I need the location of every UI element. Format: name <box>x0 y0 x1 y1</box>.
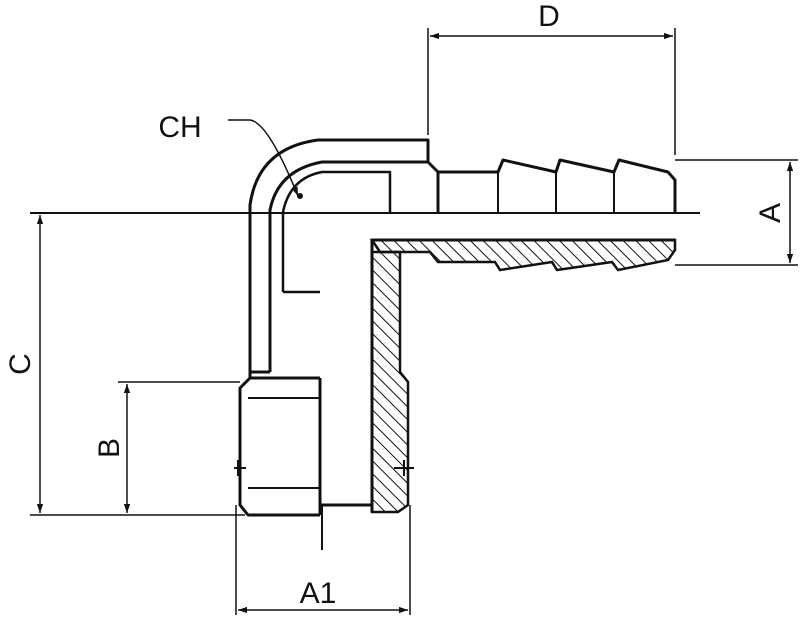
fitting-body <box>248 138 430 378</box>
hose-barb-upper <box>426 158 677 212</box>
label-b: B <box>93 438 126 458</box>
section-hatch-horizontal <box>369 238 677 272</box>
label-ch: CH <box>158 111 201 144</box>
threaded-tail <box>234 376 414 517</box>
label-d: D <box>538 0 560 33</box>
label-a: A <box>754 203 787 223</box>
extension-lines <box>30 28 798 615</box>
leader-ch <box>228 119 299 197</box>
label-a1: A1 <box>300 577 337 610</box>
label-c: C <box>4 353 37 375</box>
section-hatch-vertical <box>320 240 410 514</box>
dimension-lines <box>36 32 794 614</box>
center-lines <box>30 212 700 550</box>
